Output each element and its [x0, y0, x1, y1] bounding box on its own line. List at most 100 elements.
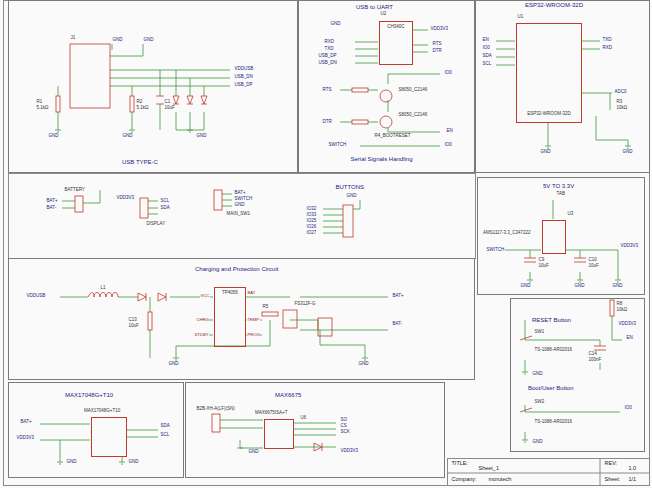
- pin-label: CHRG: [196, 318, 209, 322]
- net-label: RXD: [602, 46, 613, 51]
- part-label: U2: [380, 12, 387, 17]
- net-label: EN: [446, 129, 453, 134]
- part-symbol: [283, 310, 297, 328]
- pin-label: BAT: [247, 291, 256, 295]
- net-label: GND: [48, 134, 59, 139]
- net-label: GND: [128, 460, 139, 465]
- net-label: VDD3V3: [618, 322, 637, 327]
- wire: [323, 200, 360, 233]
- part-symbol: [214, 190, 222, 210]
- part-symbol: [88, 293, 118, 298]
- part-label: R2: [136, 100, 143, 105]
- ic-body: ESP32-WROOM-32D: [516, 23, 582, 123]
- part-symbol: [148, 312, 152, 330]
- part-symbol: [138, 293, 166, 301]
- section-title: USB TYPE-C: [121, 159, 159, 165]
- part-label: SW2: [534, 400, 545, 405]
- net-label: VDD3V3: [116, 196, 135, 201]
- part-symbol: [610, 300, 614, 316]
- net-label: DTR: [322, 120, 332, 125]
- title-block-text: REV:: [604, 461, 618, 467]
- net-label: TXD: [602, 38, 612, 43]
- part-label: DISPLAY: [146, 222, 166, 227]
- ground-symbol: [57, 448, 243, 464]
- pin-label: PROG: [247, 333, 260, 337]
- net-label: GND: [532, 440, 543, 445]
- wire: [176, 320, 365, 358]
- ic-body: MAX6675ISA+T: [264, 419, 294, 449]
- title-block-text: 1.0: [628, 466, 637, 472]
- part-label: FS312F-G: [294, 302, 316, 307]
- part-name: ESP32-WROOM-32D: [527, 112, 571, 117]
- section-title: ESP32-WROOM-32D: [524, 2, 584, 8]
- net-label: BAT-: [392, 322, 403, 327]
- section-frame: USB TYPE-C: [8, 0, 298, 173]
- ground-symbol: [527, 280, 621, 282]
- net-label: CS: [340, 424, 347, 429]
- part-symbol: [380, 116, 392, 128]
- part-name: CH340C: [387, 25, 404, 30]
- section-title: RESET Button: [531, 317, 572, 323]
- section-frame: MAX17048G+T10MAX17048G+T10: [8, 382, 184, 478]
- part-label: 5.1kΩ: [136, 106, 149, 111]
- wire: [355, 30, 428, 63]
- part-label: BATTERY: [64, 188, 85, 193]
- wire: [496, 41, 612, 93]
- net-label: GND: [622, 150, 633, 155]
- wire: [62, 190, 100, 208]
- net-label: BAT+: [20, 420, 32, 425]
- net-label: EN: [626, 336, 633, 341]
- section-frame: MAX6675MAX6675ISA+T: [185, 382, 445, 478]
- net-label: IO26: [306, 225, 317, 230]
- part-name: TP4056: [222, 291, 238, 296]
- net-label: RTS: [432, 42, 442, 47]
- sheet-frame: [448, 459, 650, 486]
- part-label: 10uF: [538, 264, 549, 269]
- section-title: 5V TO 3.3V: [542, 183, 575, 189]
- part-symbol: [156, 96, 164, 104]
- part-label: R8: [616, 302, 623, 307]
- part-label: 10uF: [588, 264, 599, 269]
- part-label: B2B-XH-A(LF)(SN): [196, 407, 235, 412]
- pin-label: VCC: [200, 294, 210, 298]
- part-label: TS-1088-AR02016: [534, 348, 573, 353]
- wire: [340, 74, 440, 132]
- net-label: GND: [574, 284, 585, 289]
- section-frame: ESP32-WROOM-32D ESP32-WROOM-32D: [475, 0, 650, 173]
- wire: [40, 30, 628, 462]
- section-title: Charging and Protection Circuit: [194, 266, 279, 272]
- section-title: Serial Signals Handling: [350, 156, 413, 162]
- wire: [60, 297, 388, 358]
- part-label: S8050_C2146: [398, 113, 428, 118]
- wire: [360, 146, 440, 147]
- net-label: SCK: [340, 430, 350, 435]
- net-label: GND: [234, 203, 245, 208]
- net-label: SWITCH: [328, 143, 347, 148]
- part-label: U1: [517, 15, 524, 20]
- net-label: BAT+: [46, 199, 58, 204]
- part-label: R5: [262, 305, 269, 310]
- part-symbol: [594, 346, 606, 350]
- net-label: USB_DN: [234, 75, 253, 80]
- wire: [220, 420, 336, 448]
- part-label: TS-1088-AR02016: [534, 420, 573, 425]
- part-label: 5.1kΩ: [36, 106, 49, 111]
- part-symbol: [56, 96, 60, 112]
- net-label: SCL: [160, 433, 170, 438]
- net-label: VDD3V3: [16, 436, 35, 441]
- net-label: GND: [520, 284, 531, 289]
- part-label: U3: [567, 212, 574, 217]
- wire: [148, 201, 158, 214]
- ic-body: CH340C: [379, 21, 413, 65]
- part-label: SW1: [534, 330, 545, 335]
- net-label: IO33: [306, 213, 317, 218]
- part-label: J1: [70, 36, 76, 41]
- net-label: ADC0: [614, 90, 627, 95]
- net-label: IO0: [444, 143, 452, 148]
- part-symbol: [75, 196, 83, 212]
- ground-symbol: [55, 130, 631, 464]
- part-label: 100nF: [588, 358, 602, 363]
- net-label: IO0: [482, 46, 490, 51]
- net-label: IO0: [624, 406, 632, 411]
